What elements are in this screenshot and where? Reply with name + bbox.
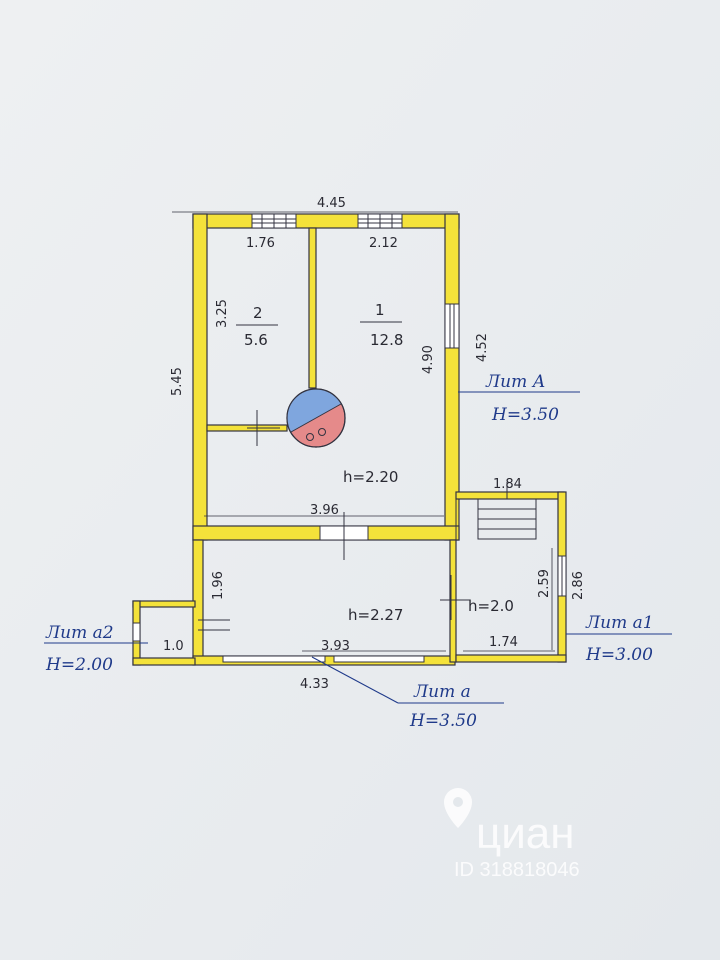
litera-a2-label: Лит а2 (45, 623, 114, 643)
location-pin-icon (444, 788, 472, 828)
room1-area: 12.8 (370, 331, 403, 349)
stairs (477, 482, 537, 540)
window-top-right (357, 213, 403, 229)
watermark-brand: циан (476, 809, 575, 858)
litera-A-height: H=3.50 (491, 405, 559, 425)
windows (132, 213, 567, 663)
wall-porch-bottom (132, 657, 196, 666)
litera-a-height: H=3.50 (409, 711, 477, 731)
wall-annex-bottom (455, 654, 567, 663)
room1-number: 1 (375, 301, 385, 319)
window-top-left (251, 213, 297, 229)
dim-height-right: 4.52 (475, 333, 490, 362)
wall-annex-top (455, 491, 565, 500)
dimension-lines (172, 211, 555, 652)
dim-porch-width: 1.0 (163, 639, 184, 654)
dim-width-top: 4.45 (317, 196, 346, 211)
doors (198, 410, 470, 631)
stove (286, 388, 346, 448)
wall-porch-top (132, 600, 196, 608)
room2-number: 2 (253, 304, 263, 322)
dim-room2-width: 1.76 (246, 236, 275, 251)
dim-height-left: 5.45 (170, 367, 185, 396)
dim-annex-bottom: 1.74 (489, 635, 518, 650)
litera-A-label: Лит А (485, 372, 546, 392)
window-right (444, 303, 460, 349)
dim-veranda-width: 3.93 (321, 639, 350, 654)
litera-a1-height: H=3.00 (585, 645, 653, 665)
litera-a-label: Лит а (413, 682, 471, 702)
dim-annex-top: 1.84 (493, 477, 522, 492)
window-porch (132, 622, 141, 642)
dim-room1-length: 4.90 (421, 345, 436, 374)
dim-room1-width: 2.12 (369, 236, 398, 251)
dim-partition: 3.96 (310, 503, 339, 518)
dim-annex-outer: 2.86 (571, 571, 586, 600)
watermark: циан ID 318818046 (444, 788, 580, 881)
height-annex: h=2.0 (468, 597, 514, 615)
litera-a1-label: Лит а1 (585, 613, 654, 633)
wall-partition-vertical (308, 227, 317, 389)
height-veranda: h=2.27 (348, 606, 403, 624)
window-annex-right (557, 555, 567, 597)
room2-area: 5.6 (244, 331, 268, 349)
watermark-id: ID 318818046 (454, 859, 580, 881)
dim-annex-inner: 2.59 (537, 569, 552, 598)
leader-lines (44, 391, 672, 704)
dim-veranda-height: 1.96 (211, 571, 226, 600)
height-main: h=2.20 (343, 468, 398, 486)
wall-main-right (444, 213, 460, 541)
wall-main-left (192, 213, 208, 541)
window-veranda-bottom (222, 655, 425, 663)
litera-a2-height: H=2.00 (45, 655, 113, 675)
dim-room2-length: 3.25 (215, 299, 230, 328)
wall-main-top (192, 213, 460, 229)
dim-width-bottom: 4.33 (300, 677, 329, 692)
